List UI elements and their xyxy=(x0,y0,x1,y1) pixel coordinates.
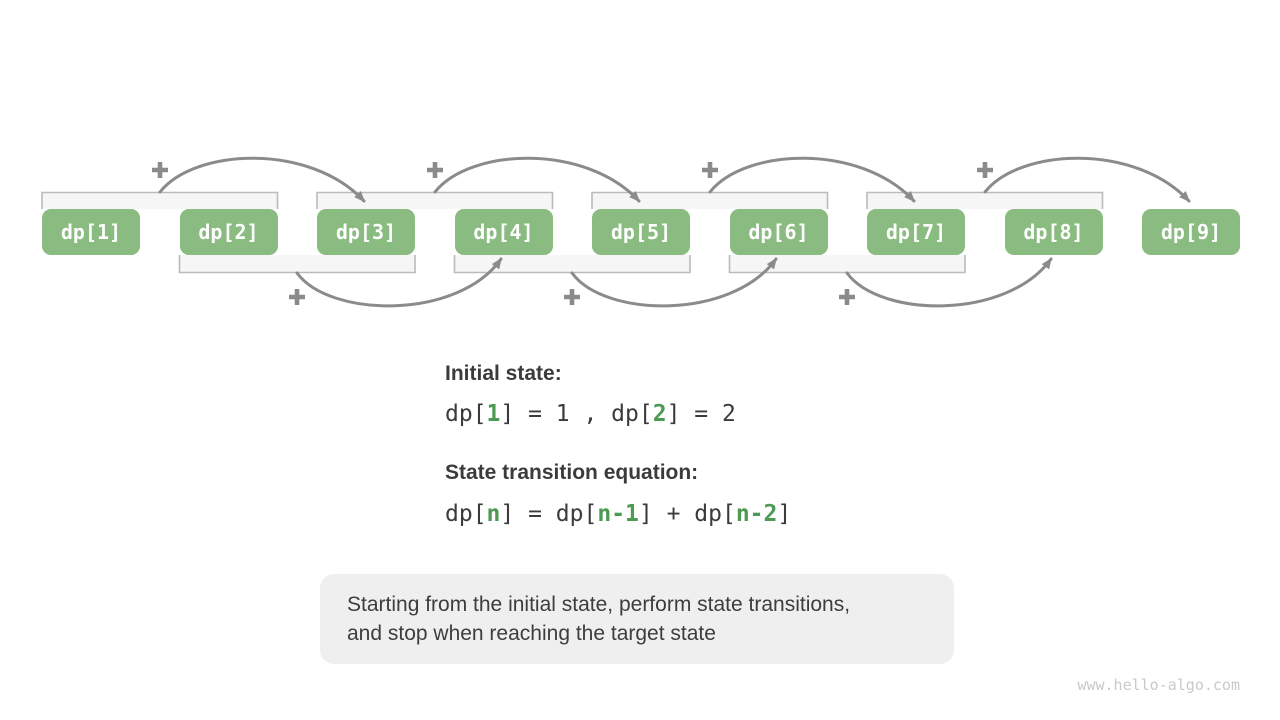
group-bracket-bottom-2-3 xyxy=(178,255,416,274)
state-transition-heading: State transition equation: xyxy=(445,461,699,484)
group-bracket-top-5-6 xyxy=(591,191,829,209)
formula-text-green: 1 xyxy=(486,401,501,427)
transition-arrow-to-dp4 xyxy=(295,257,503,308)
formula-text-green: n xyxy=(486,501,501,527)
formula-text: ] = 2 xyxy=(666,401,736,427)
initial-state-heading: Initial state: xyxy=(445,362,562,385)
dp-box-6: dp[6] xyxy=(729,209,828,255)
note-line: and stop when reaching the target state xyxy=(347,622,716,645)
formula-text: ] = dp[ xyxy=(500,501,598,527)
plus-icon xyxy=(564,289,580,305)
initial-state-formula: dp[1] = 1 , dp[2] = 2 xyxy=(445,401,736,427)
group-bracket-top-1-2 xyxy=(41,191,279,209)
dp-box-5: dp[5] xyxy=(592,209,690,255)
note-line: Starting from the initial state, perform… xyxy=(347,593,851,616)
dp-box-3: dp[3] xyxy=(317,209,415,255)
formula-text: ] = 1 , dp[ xyxy=(500,401,653,427)
state-transition-formula: dp[n] = dp[n-1] + dp[n-2] xyxy=(445,501,791,527)
dp-box-9: dp[9] xyxy=(1142,209,1240,255)
plus-icon xyxy=(289,289,305,305)
transition-arrow-to-dp3 xyxy=(158,156,366,203)
watermark: www.hello-algo.com xyxy=(1077,676,1240,694)
plus-icon xyxy=(702,162,718,178)
plus-icon xyxy=(427,162,443,178)
note-callout: Starting from the initial state, perform… xyxy=(320,574,954,664)
formula-text-green: n-2 xyxy=(735,501,778,527)
group-bracket-top-3-4 xyxy=(316,191,554,209)
formula-text: dp[ xyxy=(445,501,487,527)
formula-text: ] xyxy=(777,501,792,527)
dp-box-8: dp[8] xyxy=(1004,209,1103,255)
group-bracket-top-7-8 xyxy=(866,191,1104,209)
transition-arrow-to-dp9 xyxy=(983,156,1191,203)
formula-text-green: n-1 xyxy=(597,501,639,527)
formula-text: dp[ xyxy=(445,401,487,427)
plus-icon xyxy=(839,289,855,305)
transition-arrow-to-dp7 xyxy=(708,156,916,203)
formula-text: ] + dp[ xyxy=(638,501,736,527)
transition-arrow-to-dp5 xyxy=(433,156,641,203)
transition-arrow-to-dp8 xyxy=(845,257,1053,308)
plus-icon xyxy=(152,162,168,178)
dp-box-7: dp[7] xyxy=(867,209,965,255)
dp-box-4: dp[4] xyxy=(454,209,553,255)
plus-icon xyxy=(977,162,993,178)
dp-box-1: dp[1] xyxy=(42,209,140,255)
formula-text-green: 2 xyxy=(652,401,667,427)
dp-box-2: dp[2] xyxy=(179,209,278,255)
transition-arrow-to-dp6 xyxy=(570,257,778,308)
